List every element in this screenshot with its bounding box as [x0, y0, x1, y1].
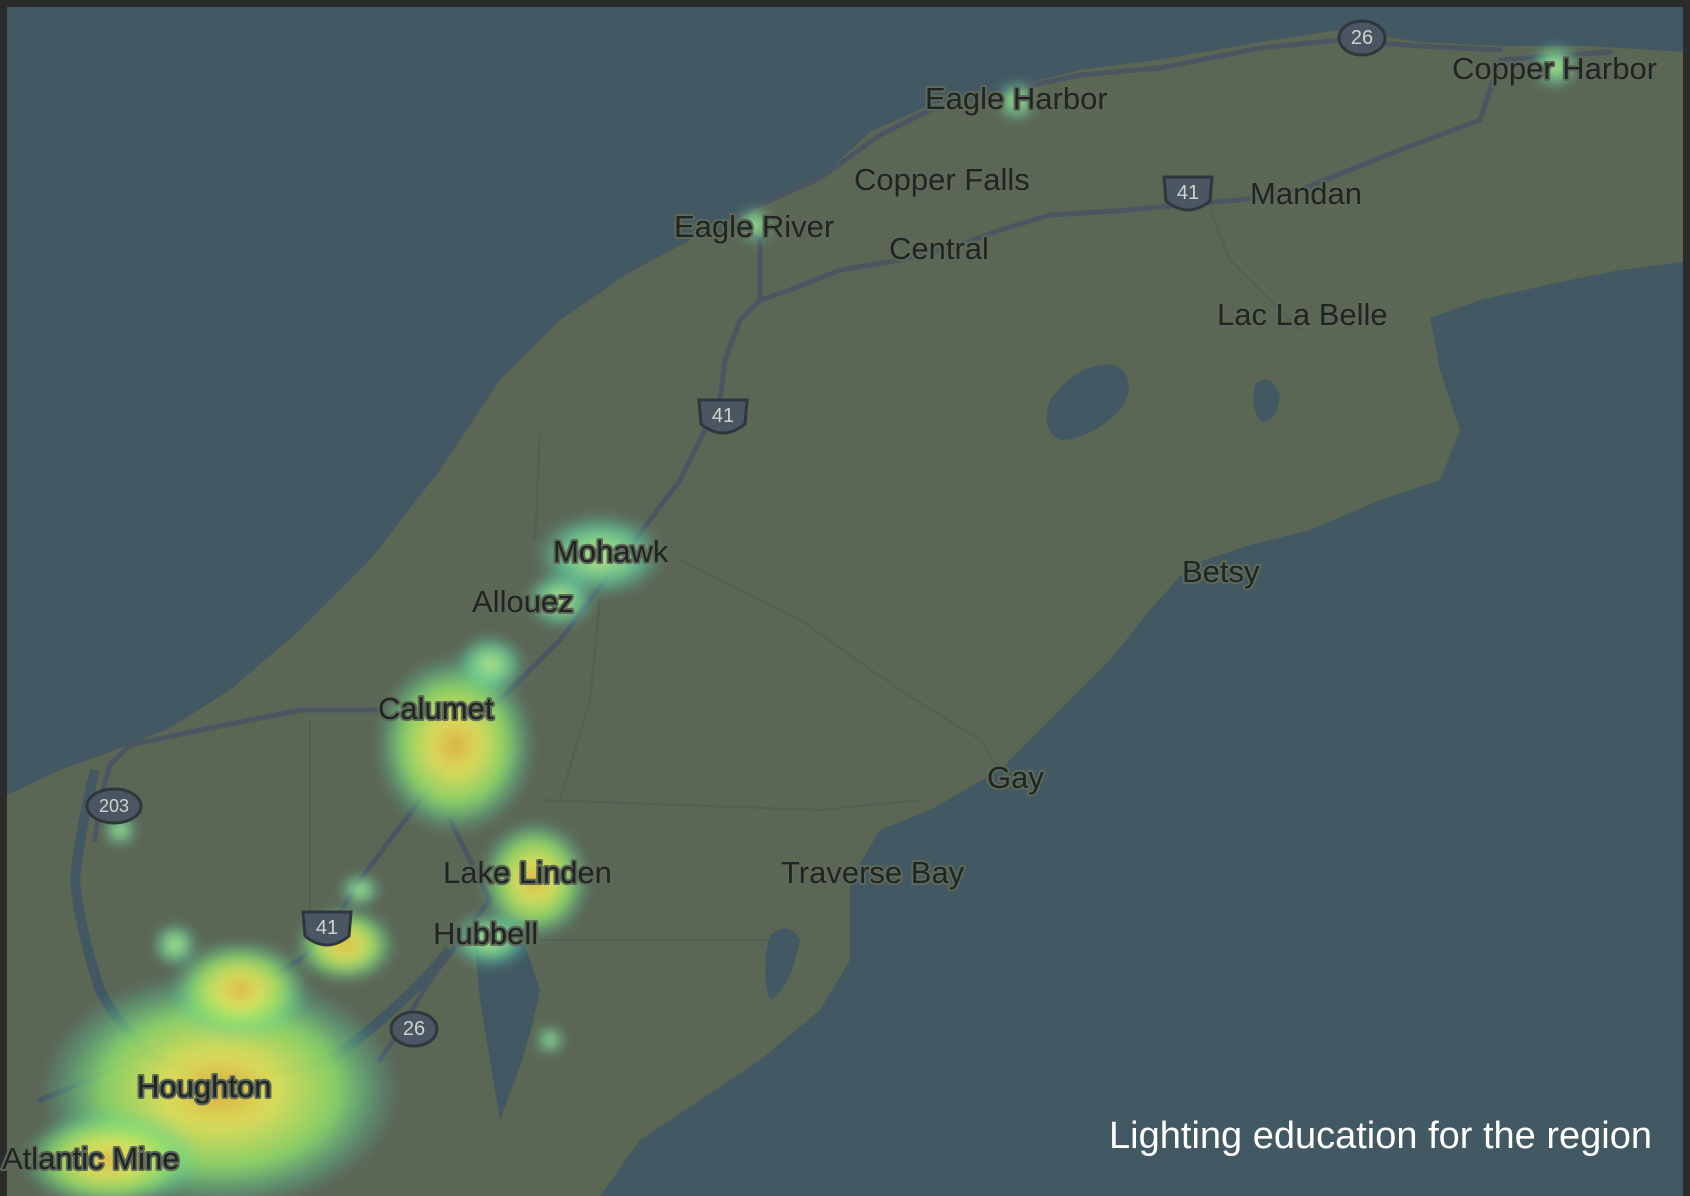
heat-eagle-harbor [997, 81, 1037, 121]
label-hubbell[interactable]: Hubbell [431, 914, 540, 953]
route-shield-m26-north: 26 [1337, 19, 1387, 57]
lake-fanny-hooe [1046, 364, 1129, 440]
heat-calumet [375, 655, 535, 835]
heat-allouez [525, 572, 595, 628]
keweenaw-peninsula-land [7, 30, 1683, 1196]
svg-text:26: 26 [1351, 27, 1373, 49]
svg-text:41: 41 [1177, 182, 1199, 204]
label-traverse-bay[interactable]: Traverse Bay [779, 853, 967, 892]
torch-lake [475, 937, 540, 1120]
heat-hubbell [450, 912, 530, 968]
label-betsy[interactable]: Betsy [1180, 552, 1262, 591]
heat-lake-linden [480, 820, 590, 940]
heat-atlantic-mine [20, 1110, 200, 1196]
label-gay[interactable]: Gay [985, 758, 1046, 797]
route-shield-m203: 203 [85, 787, 143, 825]
label-copper-harbor[interactable]: Copper Harbor [1450, 49, 1659, 88]
route-shield-m26-south: 26 [389, 1010, 439, 1048]
label-lake-linden[interactable]: Lake Linden [441, 853, 614, 892]
svg-text:203: 203 [99, 796, 129, 816]
place-labels: Copper Harbor Eagle Harbor Copper Falls … [0, 49, 1659, 1178]
minor-roads [309, 209, 1301, 950]
label-central[interactable]: Central [887, 229, 991, 268]
lac-la-belle-lake [1253, 379, 1280, 422]
label-atlantic-mine[interactable]: Atlantic Mine [0, 1139, 181, 1178]
route-shield-us41-mandan: 41 [1162, 175, 1214, 212]
heat-copper-harbor [1531, 44, 1579, 88]
heat-small-4 [536, 1026, 564, 1054]
svg-text:41: 41 [712, 405, 734, 427]
label-allouez[interactable]: Allouez [470, 582, 576, 621]
label-mohawk[interactable]: Mohawk [551, 532, 671, 571]
light-pollution-overlay [20, 44, 1579, 1196]
route-shield-us41-south: 41 [301, 910, 353, 947]
label-lac-la-belle[interactable]: Lac La Belle [1215, 295, 1390, 334]
small-lake [765, 928, 800, 1000]
route-shield-us41-mid: 41 [697, 398, 749, 435]
map-caption: Lighting education for the region [1109, 1115, 1652, 1157]
heat-eagle-river [737, 207, 773, 243]
heat-houghton-north [170, 940, 310, 1040]
svg-text:41: 41 [316, 917, 338, 939]
label-calumet[interactable]: Calumet [376, 689, 496, 728]
label-houghton[interactable]: Houghton [135, 1067, 273, 1106]
svg-text:26: 26 [403, 1018, 425, 1040]
label-mandan[interactable]: Mandan [1248, 174, 1364, 213]
label-eagle-river[interactable]: Eagle River [672, 207, 836, 246]
label-eagle-harbor[interactable]: Eagle Harbor [923, 79, 1110, 118]
heat-small-1 [340, 874, 380, 906]
heat-small-2 [153, 923, 197, 967]
label-copper-falls[interactable]: Copper Falls [852, 160, 1032, 199]
